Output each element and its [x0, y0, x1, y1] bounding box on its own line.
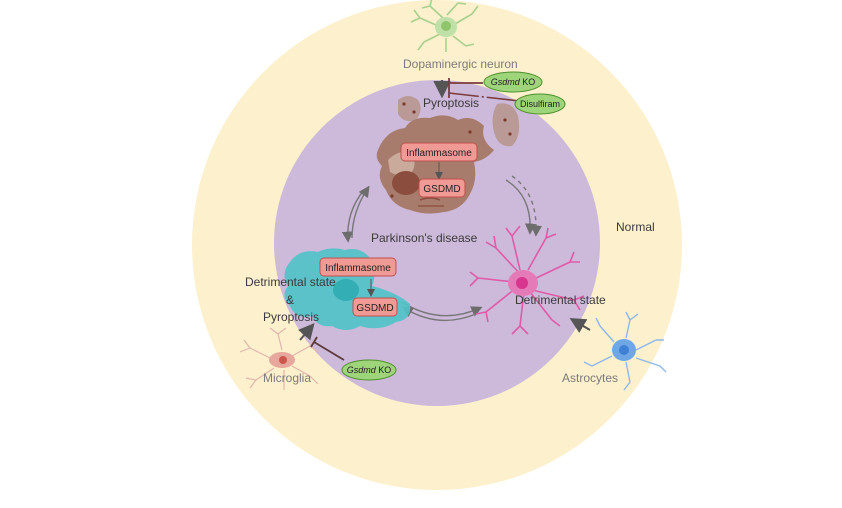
neuron-inflammasome-box: Inflammasome: [400, 142, 478, 162]
astrocytes-label: Astrocytes: [562, 371, 618, 385]
inhibition-line-gsdmd-ko: [448, 78, 483, 88]
disease-zone-label: Parkinson's disease: [371, 231, 478, 245]
svg-text:GSDMD: GSDMD: [423, 184, 460, 195]
astrocyte-activation-arrow: [569, 317, 591, 333]
astrocyte-detrimental-label: Detrimental state: [515, 293, 606, 307]
astrocyte-nucleus: [619, 345, 629, 355]
neuron-nucleus: [441, 21, 451, 31]
microglia-ampersand-label: &: [286, 293, 294, 307]
cycle-arrow-neuron-microglia: [341, 185, 370, 243]
microglia-icon: [239, 327, 319, 390]
svg-text:Inflammasome: Inflammasome: [406, 148, 472, 159]
microglia-pyroptosis-label: Pyroptosis: [263, 310, 319, 324]
svg-text:Inflammasome: Inflammasome: [325, 263, 391, 274]
gsdmd-ko-pill-neuron: Gsdmd KO: [483, 71, 543, 93]
svg-text:Gsdmd KO: Gsdmd KO: [491, 77, 536, 87]
normal-zone-label: Normal: [616, 220, 655, 234]
microglia-gsdmd-box: GSDMD: [352, 297, 398, 317]
svg-text:GSDMD: GSDMD: [356, 303, 393, 314]
svg-text:Gsdmd KO: Gsdmd KO: [347, 365, 392, 375]
reactive-astrocyte-nucleus: [516, 277, 528, 289]
svg-text:Disulfiram: Disulfiram: [520, 99, 560, 109]
microglia-nucleus: [279, 356, 287, 364]
microglia-activation-arrow: [298, 322, 315, 341]
dopaminergic-neuron-label: Dopaminergic neuron: [403, 57, 518, 71]
gsdmd-ko-pill-microglia: Gsdmd KO: [341, 359, 397, 381]
neuron-gsdmd-box: GSDMD: [418, 178, 466, 198]
microglia-label: Microglia: [263, 371, 311, 385]
inhibition-line-disulfiram: [448, 88, 521, 102]
inhibition-line-microglia-ko: [310, 336, 345, 361]
reactive-astrocyte-icon: [469, 225, 585, 335]
pyroptosis-label-top: Pyroptosis: [423, 96, 479, 110]
neuron-icon: [410, 0, 479, 52]
microglia-inflammasome-box: Inflammasome: [319, 257, 397, 277]
disulfiram-pill: Disulfiram: [514, 93, 566, 115]
astrocyte-icon: [583, 311, 667, 391]
microglia-detrimental-label: Detrimental state: [245, 275, 336, 289]
cycle-arrow-neuron-astrocyte: [505, 175, 543, 237]
